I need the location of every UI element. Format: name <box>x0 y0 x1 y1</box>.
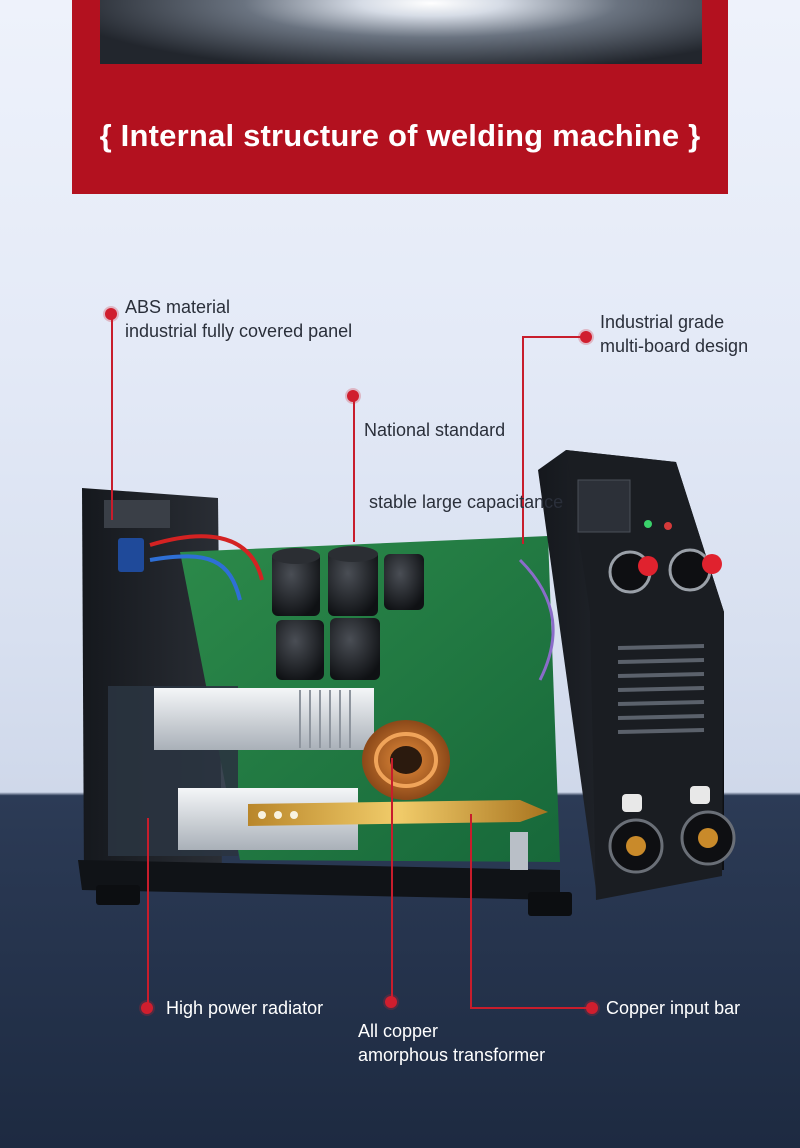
callout-dot-abs <box>105 308 117 320</box>
callout-dot-radiator <box>141 1002 153 1014</box>
base-frame <box>78 860 560 900</box>
page-title: { Internal structure of welding machine … <box>99 118 701 153</box>
callout-line-copper-h <box>470 1007 592 1009</box>
wires <box>149 534 264 581</box>
callout-line-abs <box>111 314 113 520</box>
capacitors <box>272 546 424 680</box>
callout-dot-transformer <box>385 996 397 1008</box>
callout-line-multiboard-h <box>522 336 586 338</box>
callout-radiator: High power radiator <box>166 996 323 1020</box>
callout-line-capacitance <box>353 396 355 542</box>
callout-transformer-line1: All copper <box>358 1021 439 1041</box>
callout-radiator-line1: High power radiator <box>166 998 324 1018</box>
foot-right <box>528 892 572 916</box>
callout-multiboard-line2: multi-board design <box>600 336 749 356</box>
callout-line-copper-v <box>470 814 472 1008</box>
power-switch <box>118 538 144 572</box>
transformer-coil <box>362 720 450 800</box>
callout-abs-line1: ABS material <box>125 297 231 317</box>
callout-dot-copper <box>586 1002 598 1014</box>
callout-line-multiboard-v <box>522 336 524 544</box>
power-led <box>644 520 652 528</box>
copper-bar <box>248 800 548 826</box>
callout-multiboard-line1: Industrial grade <box>600 312 725 332</box>
callout-capacitance: National standard stable large capacitan… <box>364 370 563 538</box>
callout-line-radiator <box>147 818 149 1008</box>
foot-left <box>96 885 140 905</box>
alarm-led <box>664 522 672 530</box>
callout-abs-panel: ABS material industrial fully covered pa… <box>125 295 352 343</box>
rear-label-plate <box>104 500 170 528</box>
side-bracket <box>510 832 528 870</box>
callout-capacitance-line1: National standard <box>364 420 506 440</box>
welding-photo <box>100 0 702 64</box>
callout-copper-bar: Copper input bar <box>606 996 740 1020</box>
callout-multiboard: Industrial grade multi-board design <box>600 310 748 358</box>
callout-abs-line2: industrial fully covered panel <box>125 321 353 341</box>
callout-transformer-line2: amorphous transformer <box>358 1045 546 1065</box>
callout-dot-capacitance <box>347 390 359 402</box>
heatsink-upper <box>154 688 374 750</box>
callout-line-transformer <box>391 758 393 1002</box>
callout-copper-line1: Copper input bar <box>606 998 741 1018</box>
callout-transformer: All copper amorphous transformer <box>358 1019 545 1067</box>
callout-dot-multiboard <box>580 331 592 343</box>
current-display <box>577 479 631 533</box>
callout-capacitance-line2: stable large capacitance <box>364 492 564 512</box>
header-banner: { Internal structure of welding machine … <box>72 0 728 194</box>
vent-louvers <box>617 644 705 734</box>
